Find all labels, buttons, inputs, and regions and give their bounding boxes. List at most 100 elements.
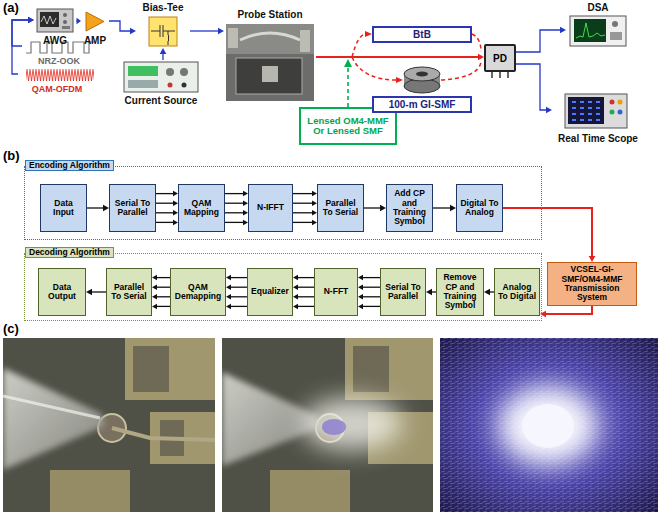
connector-line: [225, 203, 243, 204]
process-box: Add CP and Training Symbol: [386, 184, 433, 232]
connector: [540, 306, 592, 317]
photodiode-pins: [492, 72, 508, 78]
connector: [109, 21, 136, 34]
panel-heading: Encoding Algorithm: [25, 160, 114, 171]
connector: [152, 275, 170, 309]
connector-line: [231, 306, 247, 307]
connector-line: [156, 212, 173, 213]
equipment: AWG: [34, 8, 76, 46]
arrowhead: [358, 284, 363, 290]
process-box: QAM Demapping: [170, 268, 226, 316]
arrowhead: [28, 17, 34, 24]
node-label: Parallel To Serial: [320, 199, 361, 218]
connector-line: [433, 207, 450, 208]
arrowhead: [226, 284, 231, 290]
panel-heading: Decoding Algorithm: [25, 247, 114, 258]
connector: [293, 191, 317, 225]
equipment: DSA: [566, 2, 630, 48]
connector: [225, 191, 248, 225]
process-box: Digital To Analog: [456, 184, 503, 232]
arrowhead: [226, 294, 231, 300]
arrowhead: [86, 289, 92, 296]
node-label: VCSEL-GI-SMF/OM4-MMF Transmission System: [550, 265, 634, 302]
connector-line: [156, 222, 173, 223]
connector-line: [162, 54, 163, 60]
connector-line: [157, 277, 170, 278]
connector: [364, 205, 386, 212]
connector-line: [363, 287, 380, 288]
device-photo: [222, 338, 433, 512]
process-box: N-IFFT: [248, 184, 293, 232]
process-box: Parallel To Serial: [106, 268, 152, 316]
process-box: Parallel To Serial: [317, 184, 364, 232]
node-label: Parallel To Serial: [109, 283, 149, 302]
arrowhead: [152, 294, 157, 300]
connector: [12, 17, 34, 74]
connector-line: [231, 287, 247, 288]
node-label: N-FFT: [324, 287, 349, 296]
probe-station-photo: [226, 24, 314, 101]
node-label: Add CP and Training Symbol: [389, 189, 430, 226]
connector: [516, 64, 552, 113]
connector-line: [546, 306, 592, 314]
connector: [76, 18, 81, 25]
connector-line: [298, 296, 314, 297]
device-photo: [3, 338, 215, 512]
process-box: Data Output: [38, 268, 86, 316]
connector-line: [156, 193, 173, 194]
connector: [87, 205, 109, 212]
arrowhead: [226, 275, 231, 281]
connector: [190, 28, 224, 35]
connector-line: [12, 20, 28, 46]
equipment: Probe Station: [224, 9, 316, 102]
connector-line: [157, 306, 170, 307]
signal-format: QAM-OFDM: [18, 68, 96, 95]
system-box: VCSEL-GI-SMF/OM4-MMF Transmission System: [547, 262, 637, 306]
arrowhead: [152, 275, 157, 281]
algorithm-panel: Decoding AlgorithmData OutputParallel To…: [24, 253, 542, 321]
arrowhead: [152, 304, 157, 310]
arrowhead: [546, 107, 552, 114]
connector-line: [364, 207, 380, 208]
node-label: BtB: [413, 29, 431, 40]
arrowhead: [152, 284, 157, 290]
node-label: Digital To Analog: [459, 199, 500, 218]
arrowhead: [358, 294, 363, 300]
arrowhead: [426, 289, 432, 296]
arrowhead: [28, 17, 34, 24]
connector: [226, 275, 247, 309]
process-box: N-FFT: [314, 268, 358, 316]
connector-line: [516, 64, 546, 110]
connector-line: [156, 203, 173, 204]
connector: [160, 48, 167, 60]
connector: [433, 205, 456, 212]
arrowhead: [130, 28, 136, 35]
connector-line: [12, 20, 28, 74]
arrowhead: [484, 289, 490, 296]
beam-photo: [440, 338, 658, 512]
process-box: QAM Mapping: [178, 184, 225, 232]
node-label: Bias-Tee: [143, 2, 184, 13]
connector-line: [92, 291, 106, 292]
node-label: Remove CP and Training Symbol: [439, 273, 481, 310]
node-label: Data Output: [41, 283, 83, 302]
node-label: 100-m GI-SMF: [389, 99, 456, 110]
node-label: AWG: [43, 35, 67, 46]
process-box: Serial To Parallel: [380, 268, 426, 316]
real-time-scope-icon: [565, 94, 627, 128]
node-label: NRZ-OOK: [38, 57, 80, 67]
connector-line: [293, 212, 312, 213]
current-source-icon: [124, 62, 198, 92]
node-label: DSA: [587, 2, 608, 13]
connector-line: [298, 306, 314, 307]
connector: [516, 27, 566, 52]
node-label: Probe Station: [237, 9, 302, 20]
connector-line: [363, 296, 380, 297]
connector: [12, 17, 34, 46]
node-label: QAM Mapping: [181, 199, 222, 218]
panel-label: (b): [3, 149, 20, 163]
node-label: Serial To Parallel: [383, 283, 423, 302]
node-label: QAM-OFDM: [32, 85, 83, 95]
connector-line: [231, 296, 247, 297]
connector-line: [87, 207, 103, 208]
